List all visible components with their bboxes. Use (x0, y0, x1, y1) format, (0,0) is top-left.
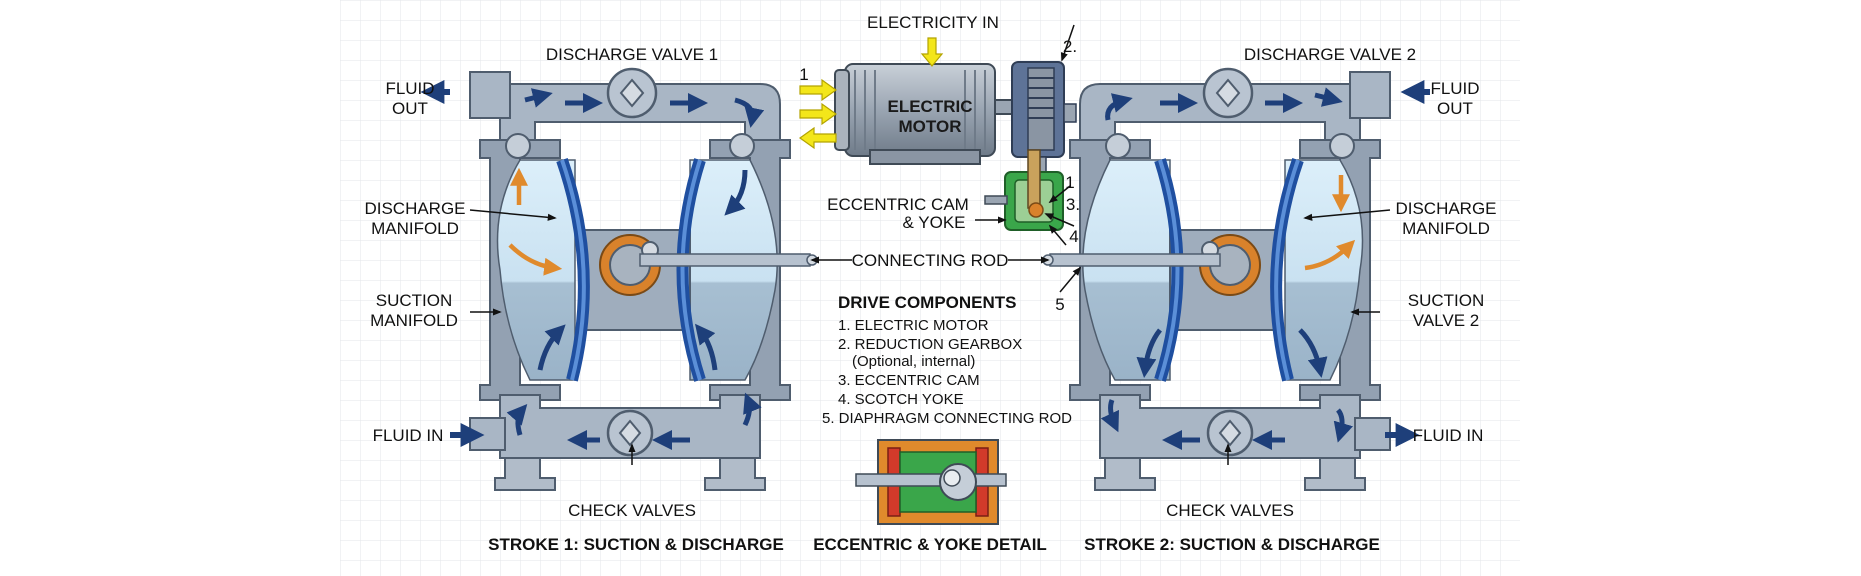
legend-item-3: 3. ECCENTRIC CAM (838, 372, 980, 389)
label-suction-manifold-2: MANIFOLD (370, 311, 458, 330)
left-flow-arrows (506, 88, 765, 450)
left-connecting-rod (639, 253, 811, 267)
label-discharge-valve-2: DISCHARGE VALVE 2 (1244, 45, 1416, 64)
label-discharge-manifold-left-2: MANIFOLD (371, 219, 459, 238)
callout-1b: 1 (1065, 173, 1074, 192)
label-eccentric-cam-yoke-1: ECCENTRIC CAM (827, 195, 969, 214)
callout-3: 3. (1066, 195, 1080, 214)
left-outlet-pipe (469, 71, 511, 119)
legend-item-2-note: (Optional, internal) (852, 353, 975, 370)
left-inlet-pipe (469, 417, 506, 451)
label-fluid-in-left: FLUID IN (373, 426, 444, 445)
legend-title: DRIVE COMPONENTS (838, 293, 1017, 312)
label-fluid-out-right-1: FLUID (1430, 79, 1479, 98)
label-fluid-in-right: FLUID IN (1413, 426, 1484, 445)
legend-item-4: 4. SCOTCH YOKE (838, 391, 964, 408)
left-foot-1 (494, 457, 556, 491)
left-pump (420, 67, 791, 491)
eccentric-yoke-detail (855, 439, 1007, 525)
label-suction-valve-2-1: SUCTION (1408, 291, 1485, 310)
label-fluid-out-right-2: OUT (1437, 99, 1473, 118)
label-electricity-in: ELECTRICITY IN (867, 13, 999, 32)
label-fluid-out-left-2: OUT (392, 99, 428, 118)
right-connecting-rod (1049, 253, 1221, 267)
label-discharge-manifold-right-2: MANIFOLD (1402, 219, 1490, 238)
caption-stroke-2: STROKE 2: SUCTION & DISCHARGE (1084, 535, 1380, 554)
label-eccentric-cam-yoke-2: & YOKE (903, 213, 966, 232)
label-check-valves-right: CHECK VALVES (1166, 501, 1294, 520)
electricity-arrows (798, 37, 944, 150)
legend-item-2: 2. REDUCTION GEARBOX (838, 336, 1022, 353)
caption-detail: ECCENTRIC & YOKE DETAIL (813, 535, 1047, 554)
label-electric-motor-2: MOTOR (899, 117, 962, 136)
left-foot-2 (704, 457, 766, 491)
label-discharge-manifold-right-1: DISCHARGE (1395, 199, 1496, 218)
label-connecting-rod: CONNECTING ROD (852, 251, 1009, 270)
legend-item-1: 1. ELECTRIC MOTOR (838, 317, 989, 334)
caption-stroke-1: STROKE 1: SUCTION & DISCHARGE (488, 535, 784, 554)
label-suction-manifold-1: SUCTION (376, 291, 453, 310)
label-discharge-manifold-left-1: DISCHARGE (364, 199, 465, 218)
callout-2: 2. (1063, 37, 1077, 56)
label-fluid-out-left-1: FLUID (385, 79, 434, 98)
drive-components-legend: DRIVE COMPONENTS 1. ELECTRIC MOTOR 2. RE… (822, 293, 1072, 427)
electric-motor (834, 63, 1016, 165)
label-electric-motor-1: ELECTRIC (888, 97, 973, 116)
callout-1a: 1 (799, 65, 808, 84)
legend-item-5: 5. DIAPHRAGM CONNECTING ROD (822, 410, 1072, 427)
label-discharge-valve-1: DISCHARGE VALVE 1 (546, 45, 718, 64)
left-orange-arrows (508, 167, 563, 276)
reduction-gearbox (1011, 61, 1077, 178)
captions: STROKE 1: SUCTION & DISCHARGE ECCENTRIC … (488, 535, 1380, 554)
label-check-valves-left: CHECK VALVES (568, 501, 696, 520)
callout-5: 5 (1055, 295, 1064, 314)
label-suction-valve-2-2: VALVE 2 (1413, 311, 1479, 330)
labels: ELECTRICITY IN DISCHARGE VALVE 1 DISCHAR… (364, 13, 1496, 520)
callout-4: 4 (1069, 227, 1078, 246)
leader-lines (469, 24, 1391, 465)
